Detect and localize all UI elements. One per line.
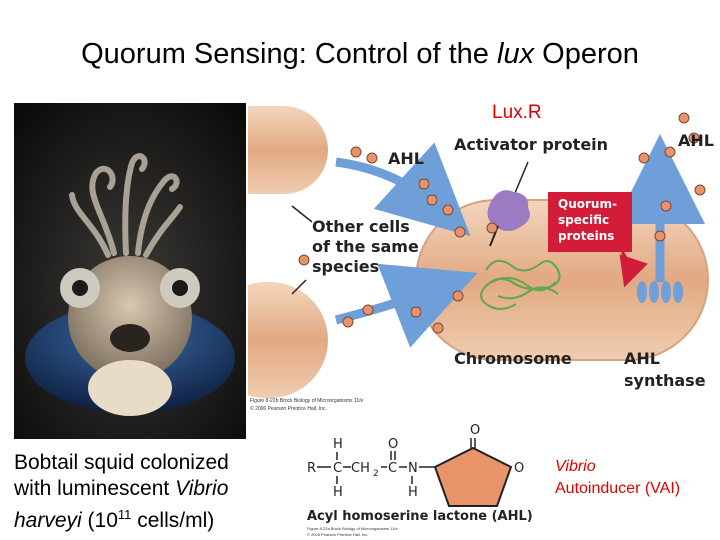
other-cell-bottom: [248, 282, 328, 398]
other-cells-line1: Other cells: [312, 217, 410, 236]
ahl-molecules: [298, 112, 706, 334]
chromosome-tangle: [480, 259, 561, 310]
atom-c1: C: [333, 461, 342, 476]
structure-credit-line1: Figure 8-22a Brock Biology of Microorgan…: [307, 526, 398, 531]
atom-o-ring: O: [514, 461, 524, 476]
quorum-box: [548, 192, 632, 252]
figure-credit-line1: Figure 8-22b Brock Biology of Microorgan…: [250, 398, 364, 404]
vibrio-label-line2: Autoinducer (VAI): [555, 480, 681, 497]
other-cell-top: [248, 106, 328, 194]
quorum-sensing-diagram: Quorum- specific proteins AHL AHL Activa…: [248, 106, 714, 412]
activator-label: Activator protein: [454, 135, 608, 154]
pointer-line-bottom: [291, 279, 307, 295]
quorum-box-line2: specific: [558, 213, 609, 227]
caption-line3: harveyi (1011 cells/ml): [14, 507, 215, 532]
vibrio-label-line1: Vibrio: [555, 458, 596, 475]
atom-h-bot2: H: [408, 485, 418, 500]
bobtail-squid-photo: [14, 103, 246, 439]
quorum-box-line1: Quorum-: [558, 197, 617, 211]
synthase-label-line1: AHL: [624, 349, 660, 368]
ahl-label-right: AHL: [678, 131, 714, 150]
atom-n: N: [408, 461, 418, 476]
figure-credit-line2: © 2006 Pearson Prentice Hall, Inc.: [250, 405, 327, 412]
ahl-chemical-structure: H O R C CH 2 C N H H O O Acyl homoserine…: [307, 423, 533, 537]
atom-h-top: H: [333, 437, 343, 452]
caption-line2: with luminescent Vibrio: [14, 477, 229, 500]
structure-credit-line2: © 2006 Pearson Prentice Hall, Inc.: [307, 532, 368, 537]
ahl-synthase-shapes: [637, 281, 683, 303]
pointer-line-top: [291, 205, 313, 223]
quorum-box-line3: proteins: [558, 229, 614, 243]
chromosome-label: Chromosome: [454, 349, 572, 368]
atom-ch2-sub: 2: [373, 469, 379, 479]
luxr-label: Lux.R: [492, 102, 542, 123]
page-title: Quorum Sensing: Control of the lux Opero…: [81, 38, 639, 70]
other-cells-line3: species: [312, 257, 379, 276]
vibrio-autoinducer-label: Vibrio Autoinducer (VAI): [555, 456, 680, 500]
structure-label: Acyl homoserine lactone (AHL): [307, 509, 533, 524]
quorum-arrow: [619, 251, 648, 288]
synthase-label-line2: synthase: [624, 371, 706, 390]
atom-c2: C: [388, 461, 397, 476]
atom-h-bot1: H: [333, 485, 343, 500]
ahl-label-left: AHL: [388, 149, 424, 168]
caption-line1: Bobtail squid colonized: [14, 451, 229, 474]
atom-r: R: [307, 461, 316, 476]
activator-protein-shape: [487, 190, 530, 231]
atom-ch2: CH: [351, 461, 370, 476]
other-cells-line2: of the same: [312, 237, 419, 256]
squid-caption: Bobtail squid colonized with luminescent…: [14, 450, 274, 534]
atom-o-keto: O: [470, 423, 480, 438]
ahl-arrow-bottom: [334, 263, 478, 348]
atom-o-top: O: [388, 437, 398, 452]
lactone-ring: [433, 446, 513, 507]
